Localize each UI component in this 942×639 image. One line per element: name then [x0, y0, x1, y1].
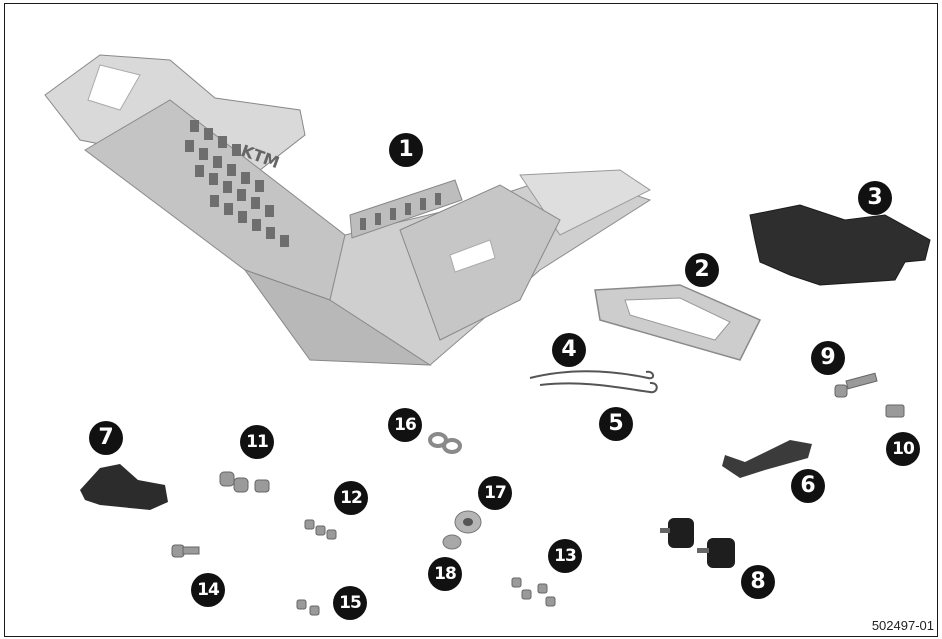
callout-2: 2	[685, 253, 719, 287]
callout-13: 13	[548, 539, 582, 573]
skid-plate: KTM	[45, 55, 650, 365]
callout-14: 14	[191, 573, 225, 607]
callout-4: 4	[552, 333, 586, 367]
callout-11: 11	[240, 425, 274, 459]
mount-bracket	[80, 464, 168, 510]
callout-3: 3	[858, 181, 892, 215]
frame-bracket	[595, 285, 760, 360]
figure-number: 502497-01	[872, 618, 934, 633]
rubber-dampers	[660, 518, 735, 568]
callout-1: 1	[389, 133, 423, 167]
callout-9: 9	[811, 341, 845, 375]
callout-12: 12	[334, 481, 368, 515]
callout-5: 5	[599, 407, 633, 441]
spring-clips	[530, 371, 657, 392]
washers	[430, 434, 460, 452]
callout-8: 8	[741, 565, 775, 599]
spacer-and-nut	[443, 511, 481, 549]
callout-15: 15	[333, 586, 367, 620]
callout-10: 10	[886, 432, 920, 466]
callout-16: 16	[388, 408, 422, 442]
callout-17: 17	[478, 476, 512, 510]
callout-6: 6	[791, 469, 825, 503]
callout-7: 7	[89, 421, 123, 455]
foam-pad	[750, 205, 930, 285]
callout-18: 18	[428, 557, 462, 591]
